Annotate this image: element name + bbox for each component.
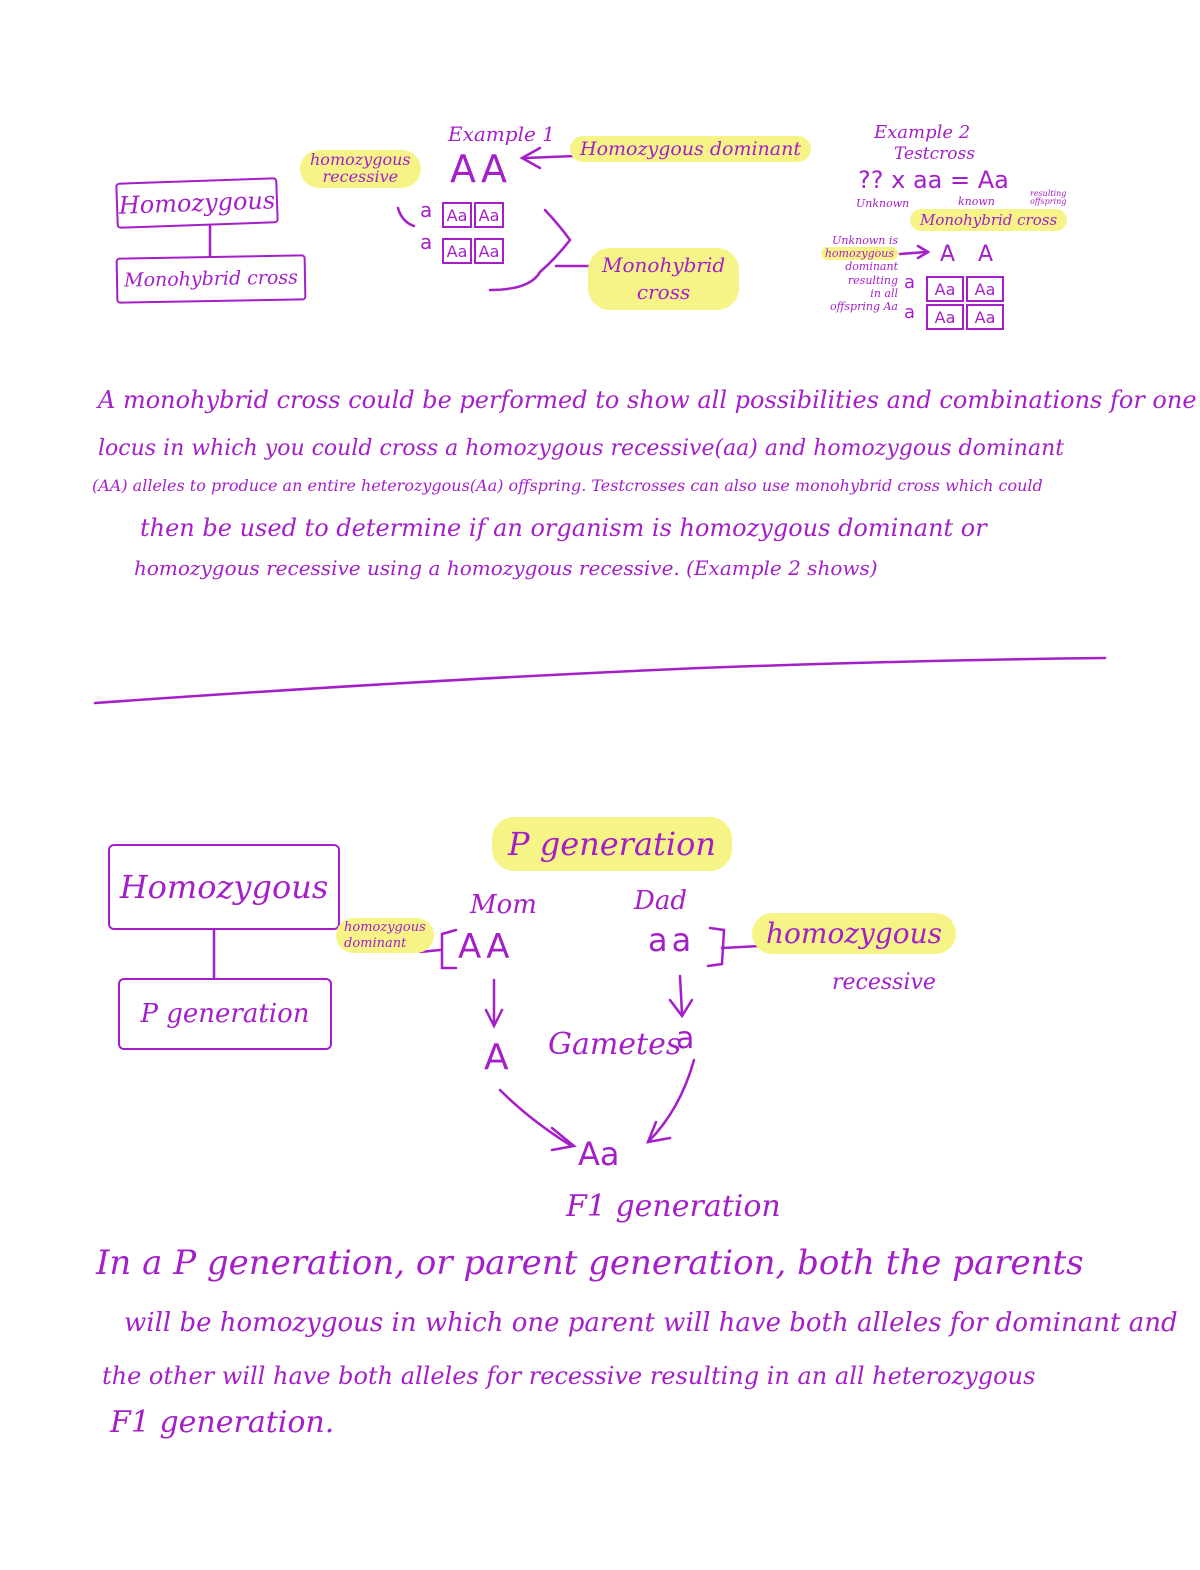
section1-monohybrid-label: Monohybrid cross	[123, 266, 299, 292]
example2-label-known: known	[958, 195, 995, 208]
example2-side-note-2: homozygous	[820, 247, 898, 261]
example2-subtitle: Testcross	[894, 144, 975, 164]
mom-dominant-label: homozygous dominant	[336, 918, 434, 954]
example2-label-unknown: Unknown	[856, 197, 910, 210]
example1-recessive-line2: recessive	[322, 166, 399, 186]
example1-top-alleles: AA	[450, 147, 512, 191]
section1-homozygous-label: Homozygous	[118, 186, 276, 220]
example2-equation: ?? x aa = Aa	[858, 166, 1009, 194]
section2-paragraph-line1: In a P generation, or parent generation,…	[96, 1243, 1084, 1283]
example2-top-allele-2: A	[978, 242, 994, 267]
example2-side-note-3: dominant	[845, 260, 898, 274]
dad-alleles: aa	[648, 921, 696, 959]
section2-homozygous-label: Homozygous	[119, 868, 329, 906]
example2-label-offspring: resulting offspring	[1030, 189, 1067, 206]
offspring-alleles: Aa	[578, 1135, 620, 1173]
example1-title: Example 1	[448, 122, 555, 146]
example1-monohybrid-line1: Monohybrid	[602, 253, 726, 277]
example2-side-note-1: Unknown is	[832, 234, 898, 247]
mom-label: Mom	[470, 890, 537, 920]
dad-recessive-label: homozygous	[752, 913, 957, 954]
example2-side-note: Unknown is homozygous dominant resulting…	[800, 234, 898, 313]
example2-title: Example 2	[874, 122, 971, 143]
example1-dominant-text: Homozygous dominant	[570, 136, 811, 162]
example1-cell-3: Aa	[442, 238, 472, 264]
example1-left-allele-1: a	[420, 198, 433, 222]
section2-homozygous-box: Homozygous	[108, 844, 340, 930]
example2-left-allele-1: a	[904, 272, 916, 293]
section2-p-generation-label: P generation	[140, 999, 310, 1029]
example1-monohybrid-line2: cross	[636, 280, 691, 304]
example2-monohybrid-text: Monohybrid cross	[910, 209, 1068, 231]
gametes-label: Gametes	[548, 1027, 682, 1062]
example1-recessive-label: homozygous recessive	[300, 150, 421, 188]
example2-cell-2: Aa	[966, 276, 1004, 302]
p-generation-heading: P generation	[492, 817, 733, 871]
example2-top-allele-1: A	[940, 242, 956, 267]
section1-paragraph-line1: A monohybrid cross could be performed to…	[98, 386, 1197, 414]
example1-monohybrid-label: Monohybrid cross	[588, 248, 740, 310]
example1-cell-2: Aa	[474, 202, 504, 228]
section2-paragraph-line3: the other will have both alleles for rec…	[102, 1362, 1036, 1390]
p-generation-heading-text: P generation	[492, 817, 733, 871]
example2-left-allele-2: a	[904, 302, 916, 323]
example1-dominant-label: Homozygous dominant	[570, 136, 811, 162]
dad-recessive-line2: recessive	[832, 970, 936, 995]
section1-paragraph-line2: locus in which you could cross a homozyg…	[98, 436, 1065, 461]
section1-paragraph-line3: (AA) alleles to produce an entire hetero…	[92, 476, 1043, 495]
f1-generation-label: F1 generation	[566, 1189, 781, 1224]
example2-side-note-4: resulting	[847, 273, 898, 287]
example1-left-allele-2: a	[420, 230, 433, 254]
example2-side-note-6: offspring Aa	[829, 299, 898, 313]
example1-cell-4: Aa	[474, 238, 504, 264]
section2-p-generation-box: P generation	[118, 978, 332, 1050]
example2-cell-4: Aa	[966, 304, 1004, 330]
example2-monohybrid-label: Monohybrid cross	[910, 209, 1068, 231]
example1-recessive-line1: homozygous	[310, 150, 411, 169]
example2-cell-1: Aa	[926, 276, 964, 302]
gamete-mom: A	[484, 1037, 509, 1078]
example2-side-note-5: in all	[870, 286, 898, 300]
section1-monohybrid-box: Monohybrid cross	[115, 254, 307, 304]
gamete-dad: a	[676, 1021, 695, 1056]
section1-paragraph-line5: homozygous recessive using a homozygous …	[134, 556, 878, 580]
mom-dominant-line1: homozygous	[344, 920, 426, 935]
dad-recessive-line1: homozygous	[752, 913, 957, 954]
section1-homozygous-box: Homozygous	[115, 177, 279, 229]
example1-cell-1: Aa	[442, 202, 472, 228]
section1-paragraph-line4: then be used to determine if an organism…	[140, 514, 987, 542]
dad-label: Dad	[634, 886, 687, 916]
mom-alleles: AA	[458, 927, 514, 967]
mom-dominant-line2: dominant	[344, 935, 407, 951]
example2-cell-3: Aa	[926, 304, 964, 330]
section2-paragraph-line2: will be homozygous in which one parent w…	[124, 1308, 1178, 1338]
section2-paragraph-line4: F1 generation.	[110, 1405, 335, 1440]
